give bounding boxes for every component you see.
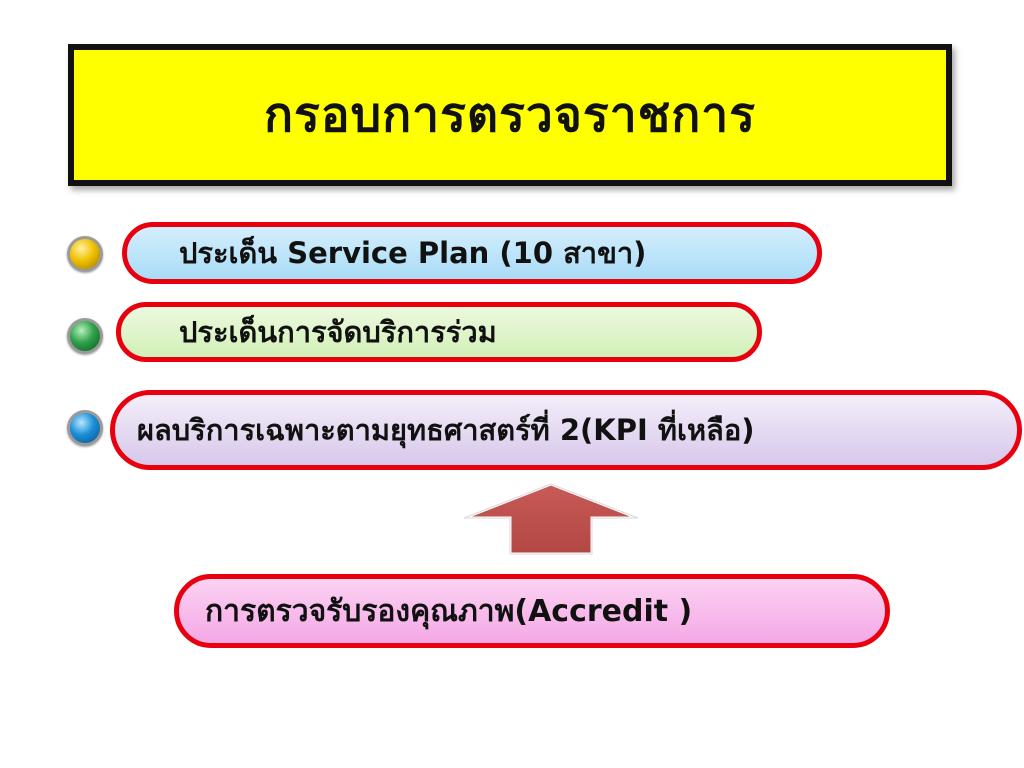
yellow-bullet-icon [67,236,103,272]
item-strategy-kpi: ผลบริการเฉพาะตามยุทธศาสตร์ที่ 2(KPI ที่เ… [110,390,1022,470]
up-arrow-icon [462,482,640,558]
item-strategy-kpi-text: ผลบริการเฉพาะตามยุทธศาสตร์ที่ 2(KPI ที่เ… [137,413,755,447]
item-joint-service-text: ประเด็นการจัดบริการร่วม [179,315,497,349]
slide-title: กรอบการตรวจราชการ [263,87,757,143]
accredit-box-text: การตรวจรับรองคุณภาพ(Accredit ) [205,593,693,629]
green-bullet-icon [67,318,103,354]
title-box: กรอบการตรวจราชการ [68,44,952,186]
item-joint-service: ประเด็นการจัดบริการร่วม [116,302,762,362]
item-service-plan: ประเด็น Service Plan (10 สาขา) [122,222,822,284]
blue-bullet-icon [67,410,103,446]
item-service-plan-text: ประเด็น Service Plan (10 สาขา) [179,236,647,270]
accredit-box: การตรวจรับรองคุณภาพ(Accredit ) [174,574,890,648]
